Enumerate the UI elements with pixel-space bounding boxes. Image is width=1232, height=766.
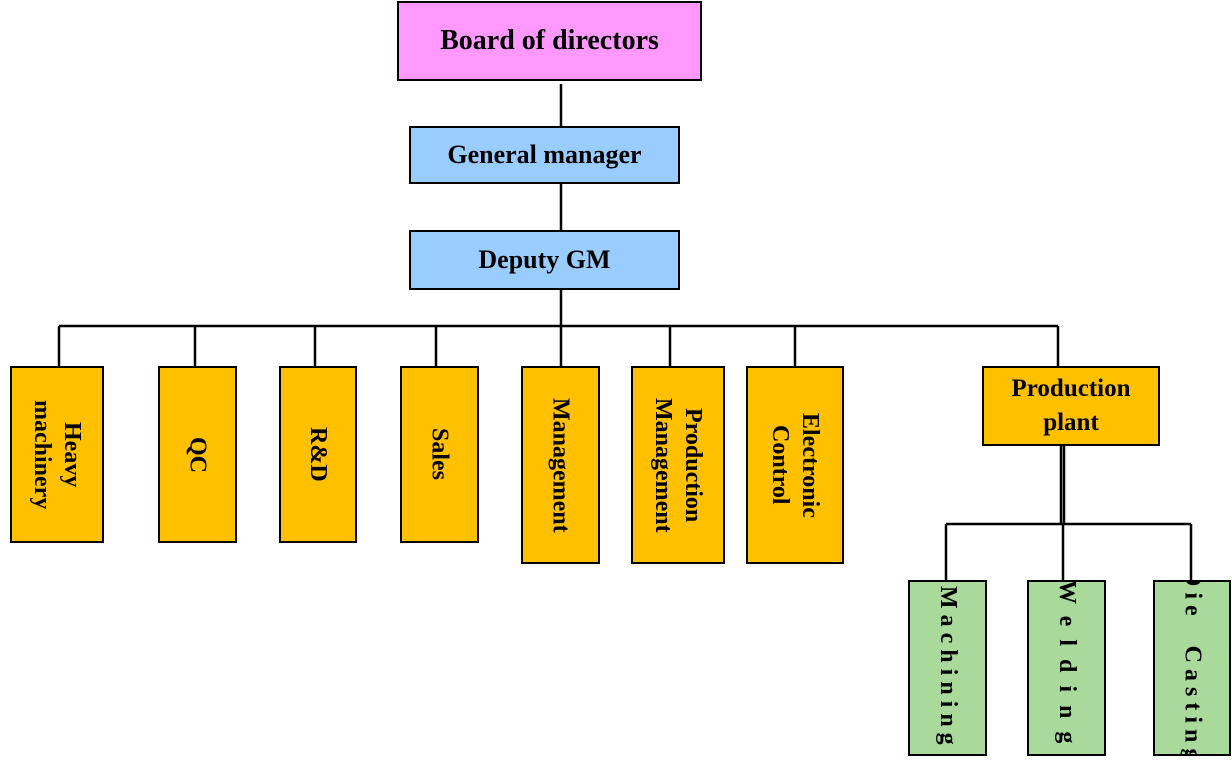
department-heavy-machinery: Heavy machinery [10,366,104,543]
department-label: QC [184,436,211,473]
department-label: Electronic Control [767,412,823,518]
workshop-machining: Machining [908,580,987,756]
general-manager-box: General manager [409,126,680,184]
deputy-gm-box: Deputy GM [409,230,680,290]
department-management: Management [521,366,600,564]
department-rd: R&D [279,366,357,543]
department-sales: Sales [400,366,479,543]
workshop-label: Machining [935,585,961,751]
department-label: R&D [305,427,331,482]
production-plant-box: Production plant [982,366,1160,446]
workshop-die-casting: Die Casting [1153,580,1231,756]
department-label: Management [547,397,574,533]
board-of-directors-box: Board of directors [397,1,702,81]
department-label: Production Management [650,397,706,533]
department-label: Sales [426,428,453,481]
department-electronic-control: Electronic Control [746,366,844,564]
workshop-welding: Welding [1027,580,1106,756]
workshop-label: Welding [1054,580,1080,756]
department-label: Heavy machinery [29,399,85,510]
workshop-label: Die Casting [1179,580,1206,756]
department-production-management: Production Management [631,366,725,564]
department-qc: QC [158,366,237,543]
